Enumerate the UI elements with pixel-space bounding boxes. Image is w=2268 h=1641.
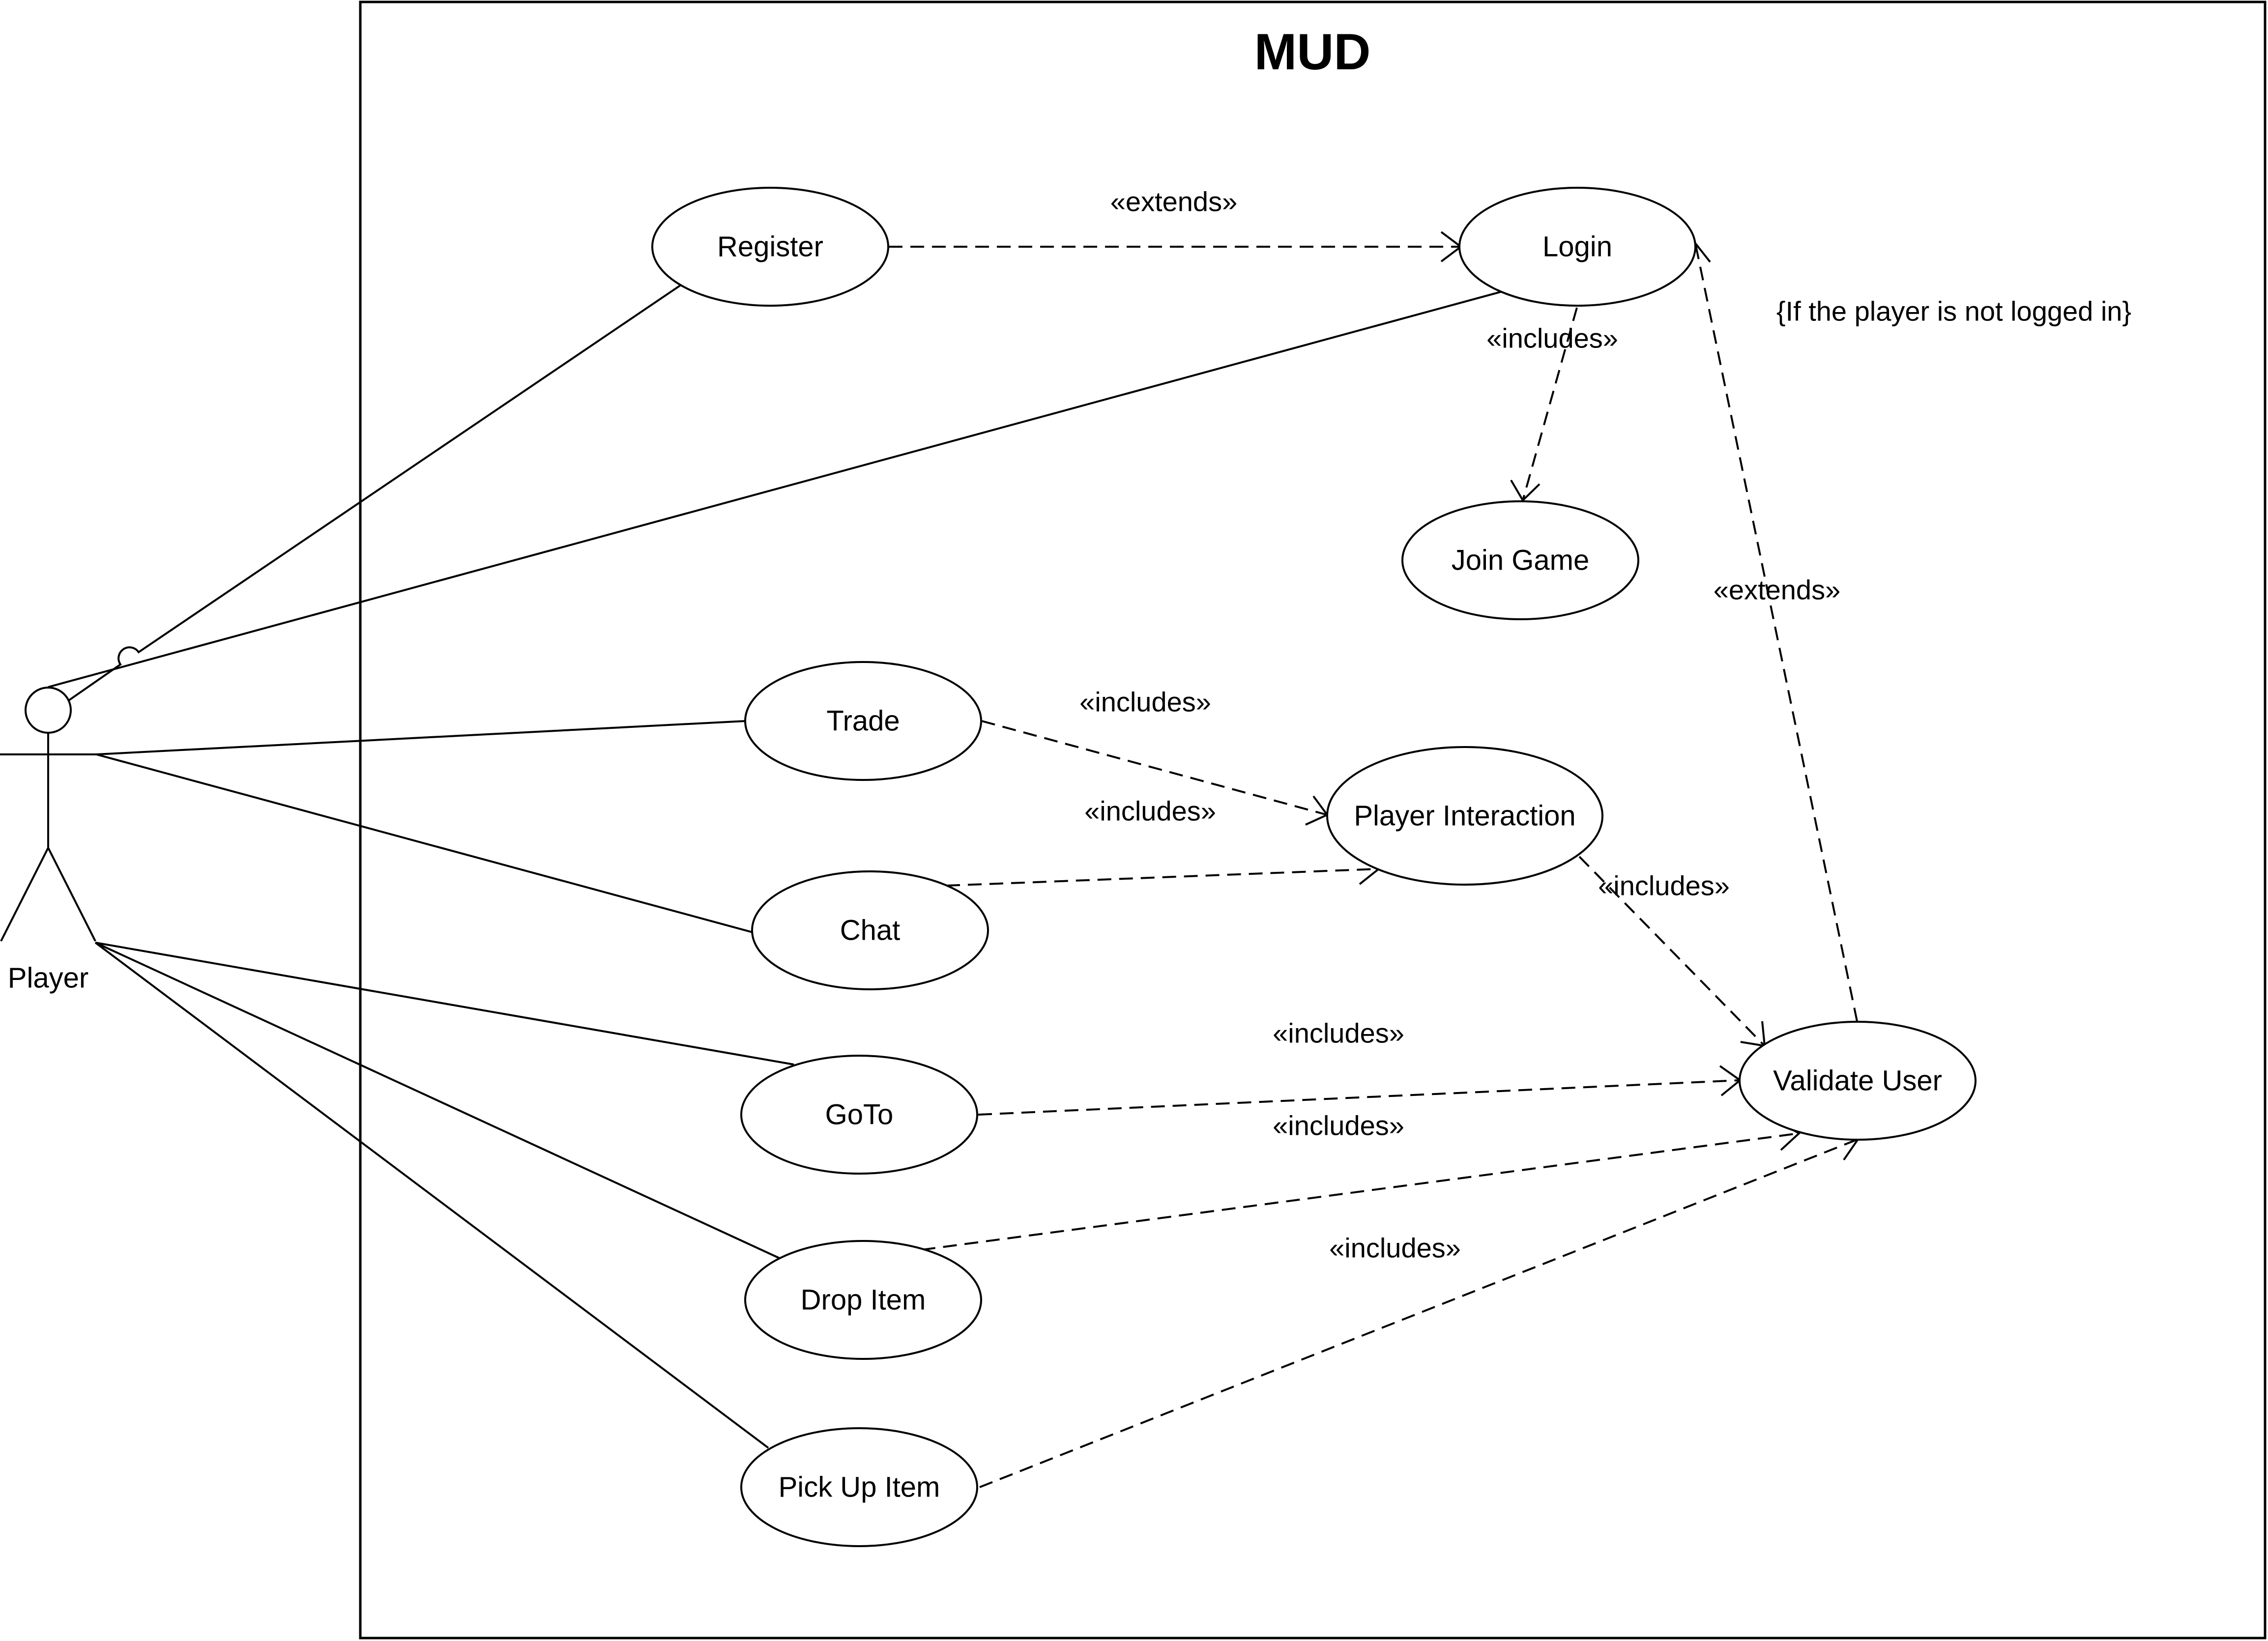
label-chat-interaction: «includes» xyxy=(1084,796,1216,827)
use-cases: Register Login Join Game Trade Player In… xyxy=(651,187,1977,1547)
arrowhead-join-game xyxy=(1510,479,1541,502)
association-pick-up-item xyxy=(94,942,769,1449)
use-case-validate-user-label: Validate User xyxy=(1773,1065,1942,1097)
relationship-login-join-game xyxy=(1522,307,1578,501)
use-case-pick-up-item: Pick Up Item xyxy=(740,1427,978,1547)
label-login-join-game: «includes» xyxy=(1486,323,1618,354)
use-case-join-game: Join Game xyxy=(1401,500,1639,620)
label-interaction-validate: «includes» xyxy=(1598,870,1730,901)
system-boundary xyxy=(359,0,2267,1640)
association-goto xyxy=(95,942,794,1065)
use-case-pick-up-item-label: Pick Up Item xyxy=(779,1471,940,1503)
association-drop-item xyxy=(95,942,782,1260)
association-trade xyxy=(96,720,747,755)
relationship-trade-interaction xyxy=(981,720,1328,816)
system-title: MUD xyxy=(1254,24,1371,81)
use-case-goto-label: GoTo xyxy=(825,1099,894,1131)
use-case-trade: Trade xyxy=(744,661,982,781)
use-case-login-label: Login xyxy=(1542,231,1612,263)
use-case-drop-item: Drop Item xyxy=(744,1240,982,1360)
use-case-join-game-label: Join Game xyxy=(1452,545,1589,576)
associations xyxy=(48,283,1505,1449)
actor-right-leg xyxy=(47,847,96,942)
actor-label: Player xyxy=(8,962,88,994)
use-case-login: Login xyxy=(1458,187,1696,307)
use-case-chat: Chat xyxy=(751,870,989,990)
label-goto-validate: «includes» xyxy=(1273,1018,1404,1049)
label-pick-validate: «includes» xyxy=(1329,1233,1461,1264)
arrowhead-interaction-from-trade xyxy=(1305,795,1329,826)
relationship-interaction-validate xyxy=(1578,856,1766,1047)
relationship-validate-login xyxy=(1694,243,1858,1022)
actor-player: Player xyxy=(0,687,96,994)
label-validate-login: «extends» xyxy=(1714,575,1840,605)
label-drop-validate: «includes» xyxy=(1273,1110,1404,1141)
actor-head xyxy=(25,687,72,734)
note-login-condition: {If the player is not logged in} xyxy=(1776,296,2131,327)
association-register xyxy=(68,283,683,701)
relationship-goto-validate xyxy=(978,1079,1741,1116)
actor-left-leg xyxy=(0,847,49,942)
use-case-player-interaction-label: Player Interaction xyxy=(1354,800,1575,832)
label-trade-interaction: «includes» xyxy=(1079,687,1211,718)
association-login xyxy=(48,290,1505,688)
relationship-labels: «extends» «includes» «extends» «includes… xyxy=(1079,186,1840,1264)
use-case-drop-item-label: Drop Item xyxy=(801,1284,926,1316)
association-chat xyxy=(96,753,755,934)
use-case-goto: GoTo xyxy=(740,1055,978,1175)
use-case-chat-label: Chat xyxy=(840,915,901,947)
use-case-register: Register xyxy=(651,187,889,307)
relationship-pick-validate xyxy=(979,1138,1859,1488)
use-case-trade-label: Trade xyxy=(826,705,900,737)
use-case-register-label: Register xyxy=(717,231,823,263)
relationship-drop-validate xyxy=(921,1132,1800,1251)
label-register-login: «extends» xyxy=(1110,186,1237,217)
relationships xyxy=(889,231,1860,1488)
use-case-validate-user: Validate User xyxy=(1739,1021,1977,1141)
relationship-chat-interaction xyxy=(946,868,1379,887)
use-case-player-interaction: Player Interaction xyxy=(1326,746,1603,886)
